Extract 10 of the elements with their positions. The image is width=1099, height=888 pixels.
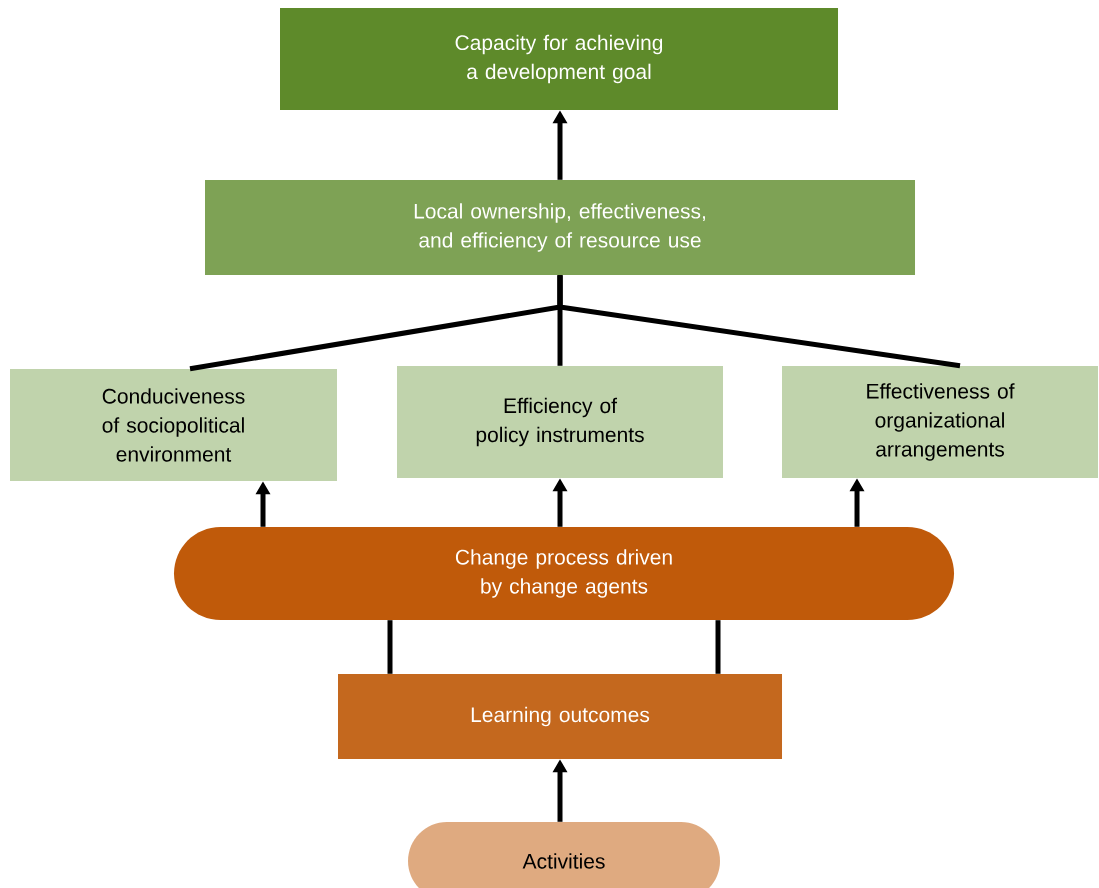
process-pill: Activities [408, 822, 720, 888]
connector-line [387, 620, 393, 674]
process-pill: Change process driven by change agents [174, 527, 954, 620]
process-box: Effectiveness of organizational arrangements [782, 366, 1098, 478]
process-box: Learning outcomes [338, 674, 782, 759]
process-box: Capacity for achieving a development goal [280, 8, 838, 110]
process-box: Conduciveness of sociopolitical environment [10, 369, 337, 481]
process-box: Efficiency of policy instruments [397, 366, 723, 478]
process-box: Local ownership, effectiveness, and efficiency of resource use [205, 180, 915, 275]
connector-line [715, 620, 721, 674]
